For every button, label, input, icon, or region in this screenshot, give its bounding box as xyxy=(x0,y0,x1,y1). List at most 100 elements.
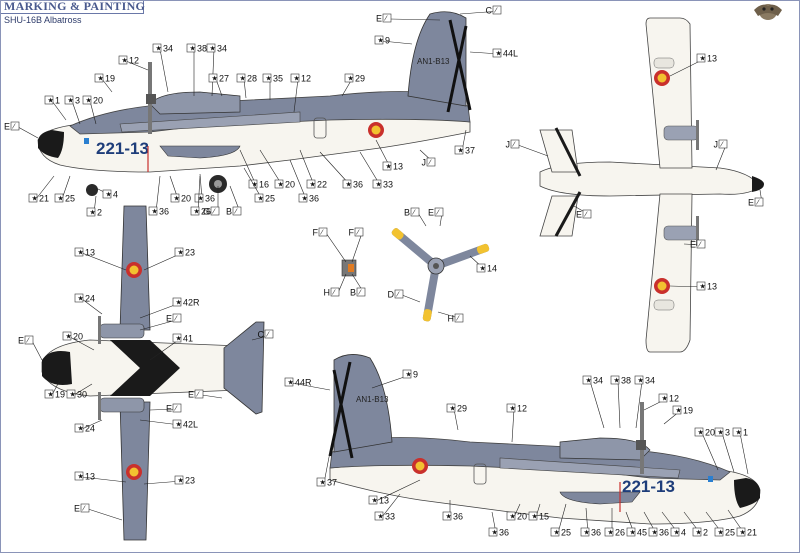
paint-swatch-icon xyxy=(210,206,220,216)
leader-line xyxy=(389,18,441,21)
decal-icon xyxy=(342,179,352,189)
paint-swatch-icon xyxy=(194,389,204,399)
callout-label: 29 xyxy=(355,74,365,84)
left-side-view: 221-13 AN1-B13 ⁄E⁄C★9★44L★12★34★38★34★19… xyxy=(4,6,518,218)
svg-text:⁄: ⁄ xyxy=(174,406,179,413)
decal-icon xyxy=(174,247,184,257)
callout-label: 13 xyxy=(85,472,95,482)
callout-12: ★12 xyxy=(643,393,679,411)
callout-label: E xyxy=(576,210,582,220)
leader-line xyxy=(101,78,113,93)
callout-15: ★15 xyxy=(528,503,549,522)
decal-icon xyxy=(442,511,452,521)
callout-13: ★13 xyxy=(74,248,127,271)
svg-text:⁄: ⁄ xyxy=(428,160,433,167)
svg-text:★: ★ xyxy=(198,195,204,203)
svg-text:★: ★ xyxy=(288,379,294,387)
callout-20: ★20 xyxy=(694,427,719,471)
leader-line xyxy=(701,432,719,471)
callout-h: ⁄H xyxy=(324,273,347,298)
decal-icon xyxy=(28,193,38,203)
svg-text:★: ★ xyxy=(532,513,538,521)
svg-text:★: ★ xyxy=(58,195,64,203)
callout-25: ★25 xyxy=(550,503,571,538)
decal-icon xyxy=(44,95,54,105)
callout-label: 2 xyxy=(97,208,102,218)
callout-label: 36 xyxy=(309,194,319,204)
svg-text:★: ★ xyxy=(458,147,464,155)
paint-swatch-icon xyxy=(172,403,182,413)
svg-text:⁄: ⁄ xyxy=(494,8,499,15)
decal-icon xyxy=(658,393,668,403)
left-side-callouts: ⁄E⁄C★9★44L★12★34★38★34★19★27★28★35★12★29… xyxy=(4,6,518,218)
callout-c: ⁄C xyxy=(459,6,502,16)
callout-36: ★36 xyxy=(148,175,169,217)
leader-line xyxy=(211,48,215,97)
paint-swatch-icon xyxy=(718,139,728,149)
callout-26: ★26 xyxy=(190,175,211,217)
svg-text:★: ★ xyxy=(240,75,246,83)
decal-icon xyxy=(580,527,590,537)
callout-label: 23 xyxy=(185,476,195,486)
svg-text:⁄: ⁄ xyxy=(756,200,761,207)
svg-text:★: ★ xyxy=(252,181,258,189)
decal-icon xyxy=(648,527,658,537)
callout-c: ⁄C xyxy=(251,330,274,341)
callout-4: ★4 xyxy=(95,187,118,200)
callout-label: 20 xyxy=(517,512,527,522)
callout-label: 22 xyxy=(317,180,327,190)
decal-icon xyxy=(190,206,200,216)
svg-text:★: ★ xyxy=(176,335,182,343)
callout-label: 36 xyxy=(205,194,215,204)
callout-45: ★45 xyxy=(625,511,647,538)
decal-icon xyxy=(694,427,704,437)
decal-icon xyxy=(550,527,560,537)
callout-label: 20 xyxy=(73,332,83,342)
leader-line xyxy=(73,383,93,396)
callout-label: 21 xyxy=(747,528,757,538)
leader-line xyxy=(337,273,347,294)
leader-line xyxy=(81,476,127,483)
callout-b: ⁄B xyxy=(404,208,427,227)
svg-text:★: ★ xyxy=(450,405,456,413)
leader-line xyxy=(351,232,363,263)
decal-icon xyxy=(74,471,84,481)
svg-text:★: ★ xyxy=(86,97,92,105)
callout-30: ★30 xyxy=(66,383,93,400)
callout-label: 12 xyxy=(301,74,311,84)
callout-19: ★19 xyxy=(663,406,693,425)
callout-label: B xyxy=(226,207,232,217)
callout-label: 34 xyxy=(217,44,227,54)
callout-label: 15 xyxy=(539,512,549,522)
svg-text:★: ★ xyxy=(174,195,180,203)
svg-text:★: ★ xyxy=(278,181,284,189)
leader-line xyxy=(511,408,515,443)
callout-label: 33 xyxy=(385,512,395,522)
leader-line xyxy=(715,144,727,171)
callout-e: ⁄E xyxy=(18,336,43,361)
callout-19: ★19 xyxy=(94,74,115,93)
callout-36: ★36 xyxy=(488,511,509,538)
callout-label: 13 xyxy=(379,496,389,506)
callout-12: ★12 xyxy=(506,404,527,443)
svg-text:★: ★ xyxy=(78,295,84,303)
callout-label: F xyxy=(313,228,319,238)
svg-text:⁄: ⁄ xyxy=(358,290,363,297)
callout-38: ★38 xyxy=(610,376,631,429)
callout-3: ★3 xyxy=(64,96,81,125)
leader-line xyxy=(359,151,381,186)
svg-text:★: ★ xyxy=(178,249,184,257)
decal-icon xyxy=(148,206,158,216)
decal-icon xyxy=(402,369,412,379)
callout-label: E xyxy=(74,504,80,514)
callout-e: ⁄E xyxy=(683,240,706,250)
decal-icon xyxy=(604,527,614,537)
svg-text:★: ★ xyxy=(190,45,196,53)
callout-36: ★36 xyxy=(289,159,319,204)
decal-icon xyxy=(454,145,464,155)
svg-text:★: ★ xyxy=(586,377,592,385)
svg-text:⁄: ⁄ xyxy=(82,506,87,513)
decal-icon xyxy=(172,419,182,429)
svg-text:★: ★ xyxy=(294,75,300,83)
svg-text:★: ★ xyxy=(740,529,746,537)
